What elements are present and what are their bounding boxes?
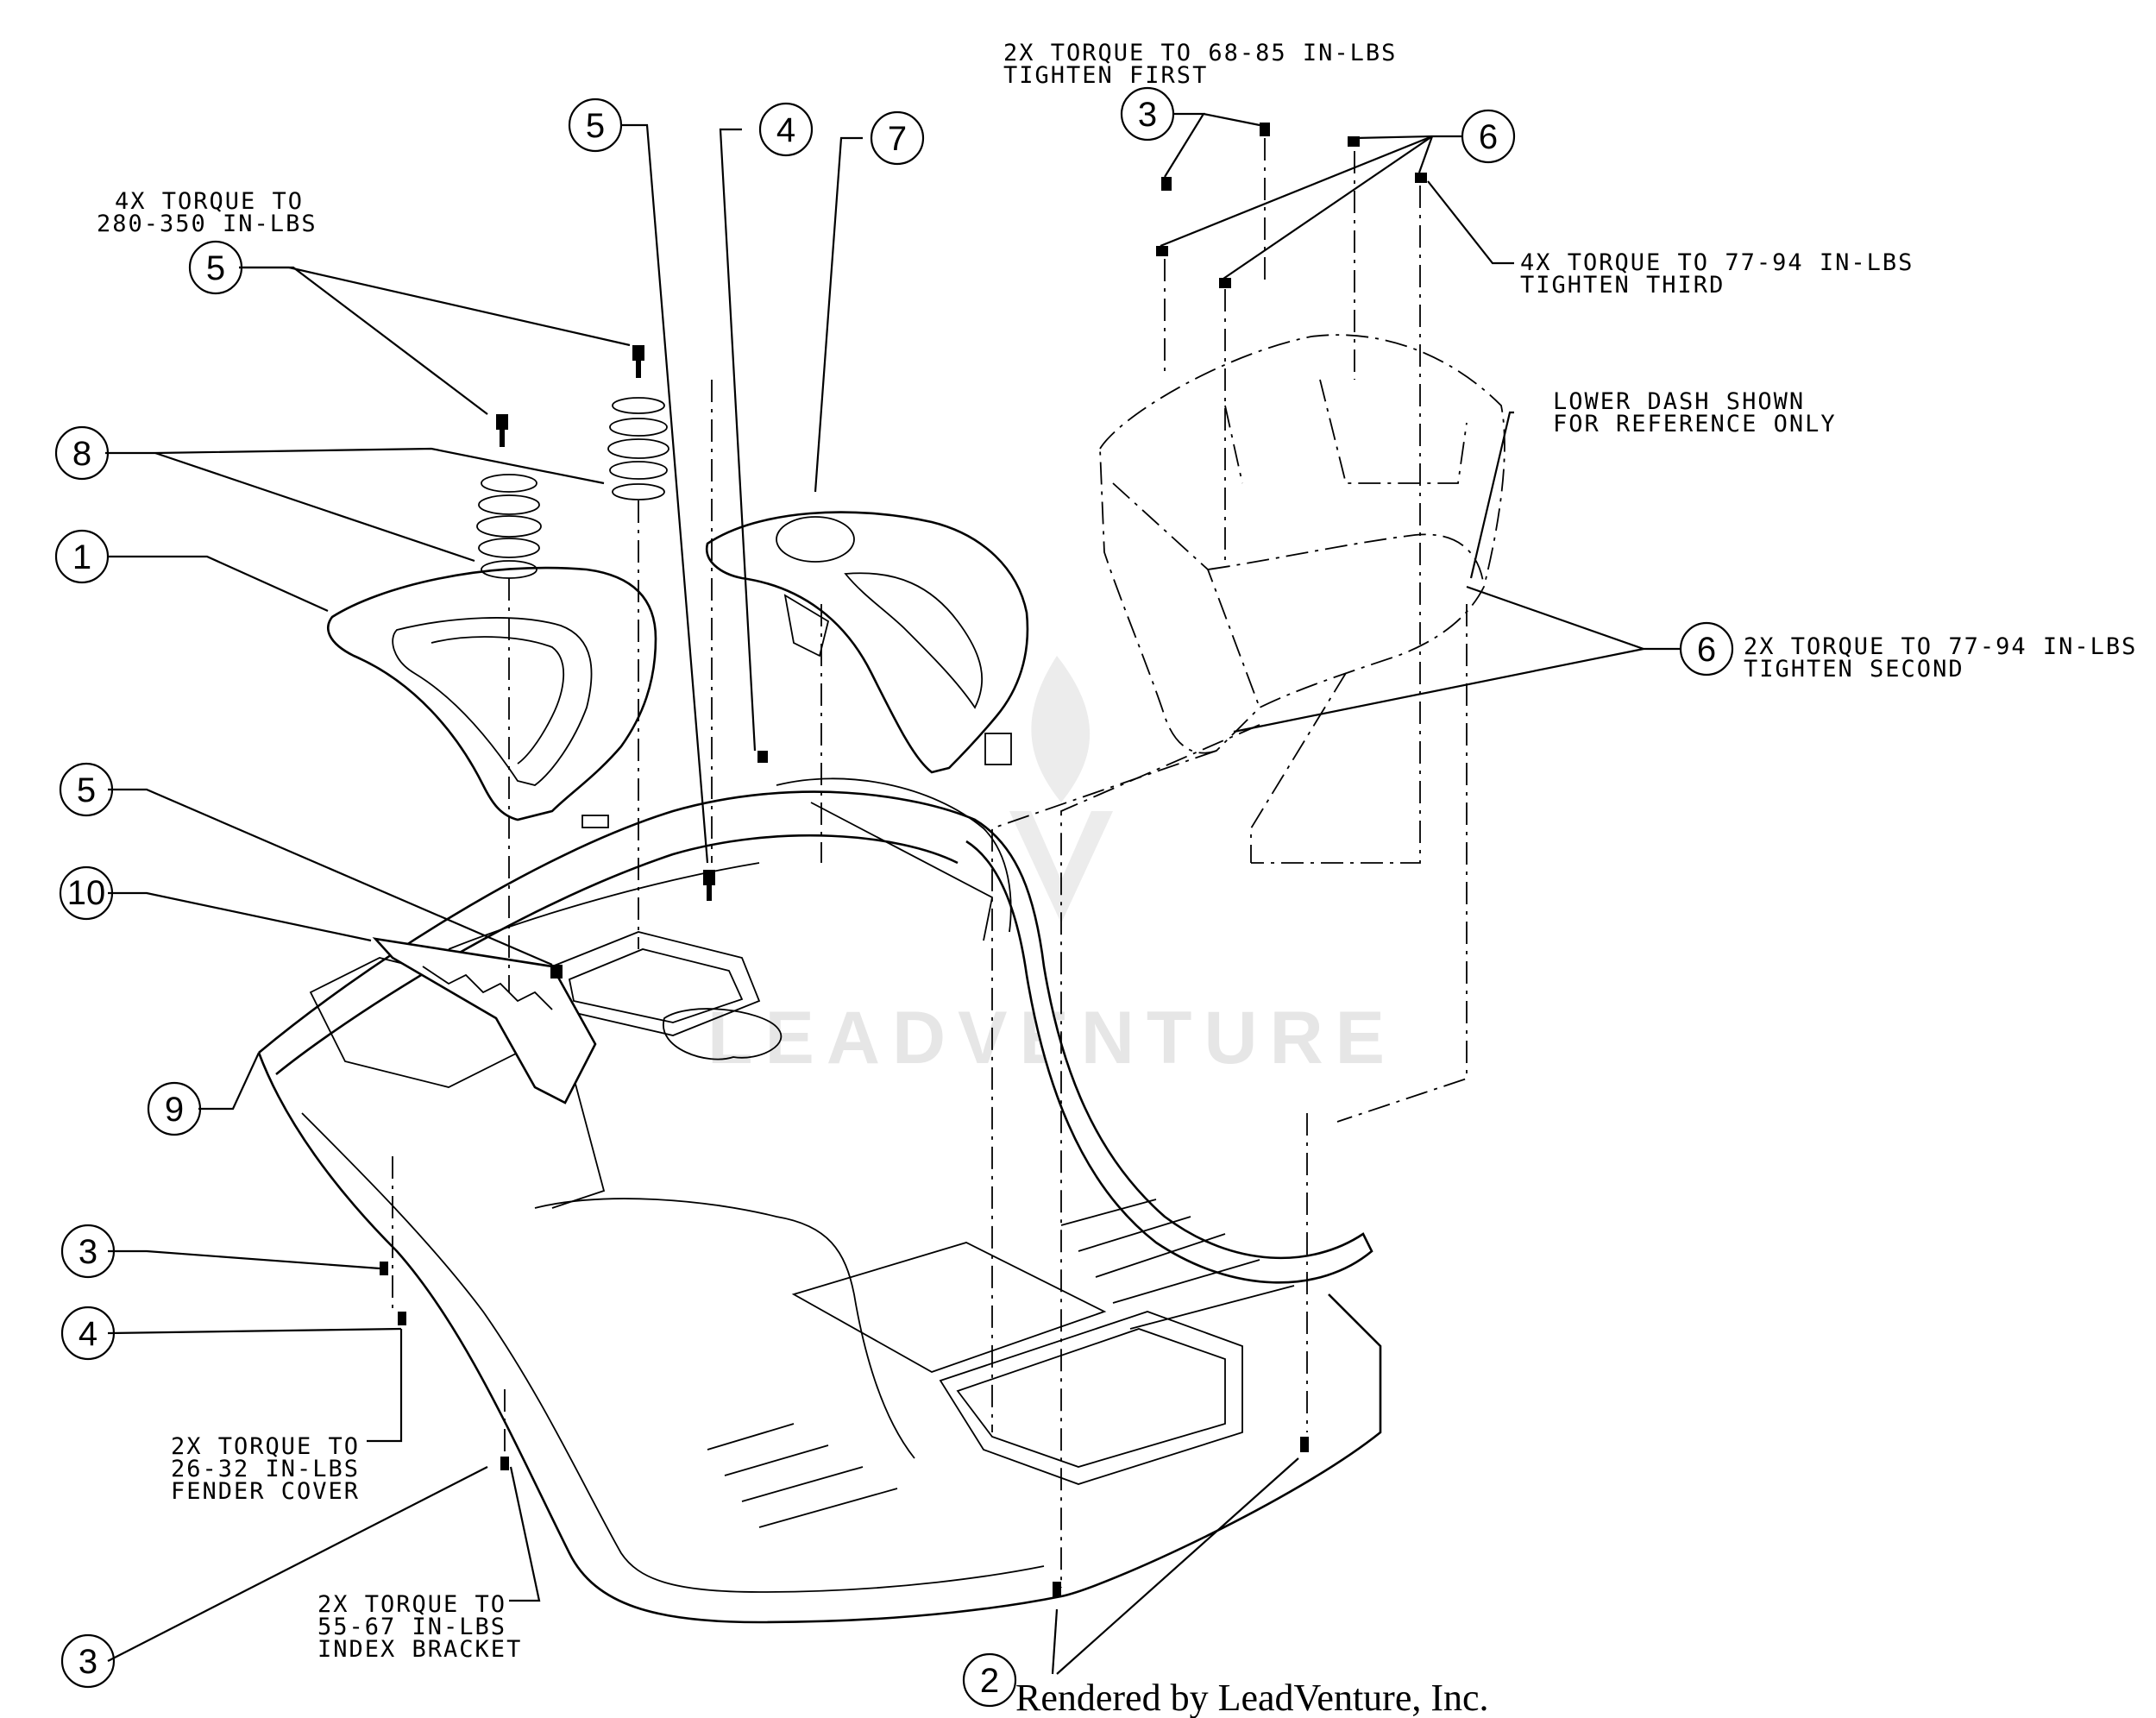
callout-1: 1 bbox=[54, 529, 110, 584]
callout-5-top: 5 bbox=[568, 98, 623, 153]
callout-2: 2 bbox=[962, 1652, 1017, 1708]
callout-3-bottom: 3 bbox=[60, 1633, 116, 1689]
callout-7: 7 bbox=[870, 110, 925, 166]
callout-3-top-label: 3 bbox=[1138, 96, 1157, 134]
lower-dash-reference bbox=[1099, 334, 1505, 754]
callout-4-fender: 4 bbox=[60, 1306, 116, 1361]
bolt-4-fender bbox=[398, 1312, 406, 1325]
callout-6-dash-label: 6 bbox=[1697, 631, 1716, 669]
bolt-3-bottom bbox=[500, 1457, 509, 1470]
note-torque-280-350: 4X TORQUE TO 280-350 IN-LBS bbox=[97, 188, 317, 237]
bolt-5-bracket bbox=[550, 965, 563, 979]
bolt-5-left bbox=[496, 414, 508, 447]
note-fender-cover: 2X TORQUE TO 26-32 IN-LBS FENDER COVER bbox=[171, 1433, 360, 1505]
callout-4-top: 4 bbox=[758, 102, 814, 157]
render-credit: Rendered by LeadVenture, Inc. bbox=[1015, 1677, 1489, 1718]
svg-text:4X TORQUE TO 77-94 IN-LBS: 4X TORQUE TO 77-94 IN-LBS bbox=[1520, 249, 1914, 276]
callout-6-top: 6 bbox=[1461, 109, 1516, 164]
callout-8-label: 8 bbox=[72, 435, 91, 473]
svg-text:2X TORQUE TO 77-94 IN-LBS: 2X TORQUE TO 77-94 IN-LBS bbox=[1744, 633, 2137, 660]
svg-text:TIGHTEN FIRST: TIGHTEN FIRST bbox=[1003, 62, 1208, 89]
callout-3-top: 3 bbox=[1120, 86, 1175, 142]
svg-text:26-32 IN-LBS: 26-32 IN-LBS bbox=[171, 1456, 360, 1482]
callout-5-top-label: 5 bbox=[586, 107, 605, 145]
bolt-3-top-right bbox=[1260, 123, 1270, 136]
bolt-2-bottom-left bbox=[1053, 1582, 1061, 1597]
watermark-flame-logo bbox=[1009, 656, 1113, 923]
svg-text:FOR REFERENCE ONLY: FOR REFERENCE ONLY bbox=[1553, 411, 1837, 437]
cup-holder-tray bbox=[705, 511, 1029, 774]
note-torque-77-94-third: 4X TORQUE TO 77-94 IN-LBS TIGHTEN THIRD bbox=[1520, 249, 1914, 299]
bolt-5-top bbox=[632, 345, 644, 378]
leader-lines bbox=[105, 112, 1681, 1675]
nut-6-d bbox=[1415, 173, 1427, 183]
bolt-4-top bbox=[757, 751, 768, 763]
callout-3-fender: 3 bbox=[60, 1224, 116, 1279]
svg-text:2X TORQUE TO: 2X TORQUE TO bbox=[317, 1591, 506, 1618]
callout-9: 9 bbox=[147, 1081, 202, 1136]
bolt-3-fender bbox=[380, 1262, 388, 1275]
callout-9-label: 9 bbox=[165, 1091, 184, 1129]
bolt-2-bottom-right bbox=[1300, 1437, 1309, 1452]
callout-4-top-label: 4 bbox=[776, 111, 795, 149]
spring-right bbox=[607, 397, 669, 500]
callout-5-bracket: 5 bbox=[59, 762, 114, 817]
callout-5-left-label: 5 bbox=[206, 249, 225, 287]
callout-4-fender-label: 4 bbox=[79, 1315, 97, 1353]
note-torque-77-94-second: 2X TORQUE TO 77-94 IN-LBS TIGHTEN SECOND bbox=[1744, 633, 2137, 683]
callout-6-dash: 6 bbox=[1679, 621, 1734, 677]
callout-5-left: 5 bbox=[188, 240, 243, 295]
bolt-5-center bbox=[703, 870, 715, 901]
nut-6-a bbox=[1156, 246, 1168, 256]
svg-text:280-350 IN-LBS: 280-350 IN-LBS bbox=[97, 211, 317, 237]
bolt-3-top-left bbox=[1161, 177, 1172, 191]
callout-8: 8 bbox=[54, 425, 110, 481]
hardware bbox=[380, 123, 1427, 1597]
callout-3-bottom-label: 3 bbox=[79, 1643, 97, 1681]
svg-text:4X TORQUE TO: 4X TORQUE TO bbox=[115, 188, 304, 215]
svg-text:2X TORQUE TO 68-85 IN-LBS: 2X TORQUE TO 68-85 IN-LBS bbox=[1003, 40, 1397, 66]
callout-10-label: 10 bbox=[67, 874, 106, 912]
note-index-bracket: 2X TORQUE TO 55-67 IN-LBS INDEX BRACKET bbox=[317, 1591, 522, 1663]
note-lower-dash: LOWER DASH SHOWN FOR REFERENCE ONLY bbox=[1553, 388, 1837, 437]
callout-7-label: 7 bbox=[888, 120, 907, 158]
svg-text:INDEX BRACKET: INDEX BRACKET bbox=[317, 1636, 522, 1663]
callout-6-top-label: 6 bbox=[1479, 118, 1498, 156]
callout-2-label: 2 bbox=[980, 1662, 999, 1700]
callout-5-bracket-label: 5 bbox=[77, 771, 96, 809]
callout-3-fender-label: 3 bbox=[79, 1233, 97, 1271]
callout-10: 10 bbox=[59, 865, 114, 921]
svg-text:FENDER COVER: FENDER COVER bbox=[171, 1478, 360, 1505]
assembly-center-lines bbox=[392, 138, 1468, 1588]
svg-text:LOWER DASH SHOWN: LOWER DASH SHOWN bbox=[1553, 388, 1805, 415]
index-bracket bbox=[372, 937, 597, 1104]
armrest-pad bbox=[327, 566, 657, 828]
note-torque-68-85: 2X TORQUE TO 68-85 IN-LBS TIGHTEN FIRST bbox=[1003, 40, 1397, 89]
svg-text:2X TORQUE TO: 2X TORQUE TO bbox=[171, 1433, 360, 1460]
fender-body bbox=[257, 777, 1382, 1624]
svg-text:TIGHTEN SECOND: TIGHTEN SECOND bbox=[1744, 656, 1964, 683]
svg-text:TIGHTEN THIRD: TIGHTEN THIRD bbox=[1520, 272, 1725, 299]
spring-left bbox=[476, 474, 542, 579]
callout-1-label: 1 bbox=[72, 538, 91, 576]
svg-text:55-67 IN-LBS: 55-67 IN-LBS bbox=[317, 1614, 506, 1640]
